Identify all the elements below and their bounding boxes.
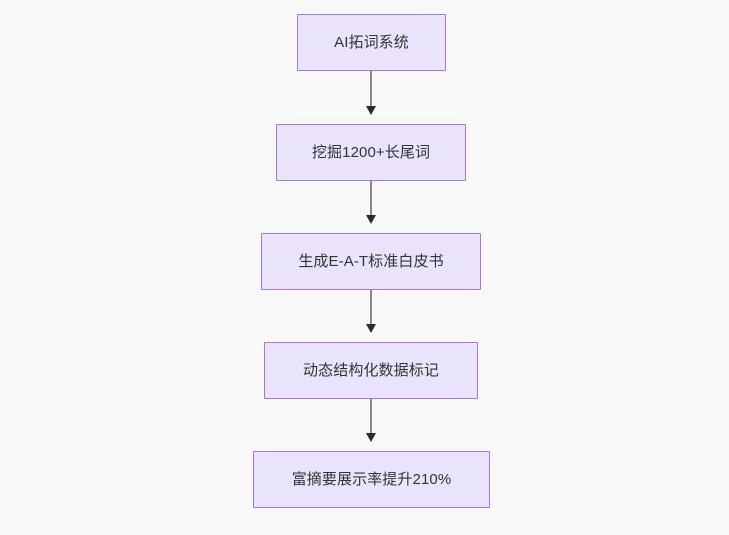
flowchart-node-2[interactable]: 挖掘1200+长尾词 [276, 124, 466, 181]
arrowhead-down-icon-1 [365, 106, 376, 115]
arrowhead-down-icon-2 [365, 215, 376, 224]
edge-connector-4 [370, 399, 372, 434]
flowchart-node-label: 富摘要展示率提升210% [291, 470, 452, 488]
flowchart-node-3[interactable]: 生成E-A-T标准白皮书 [261, 233, 481, 290]
flowchart-node-label: 挖掘1200+长尾词 [311, 143, 431, 161]
arrowhead-down-icon-4 [365, 433, 376, 442]
edge-connector-1 [370, 71, 372, 107]
flowchart-node-1[interactable]: AI拓词系统 [297, 14, 446, 71]
edge-connector-2 [370, 181, 372, 216]
flowchart-node-4[interactable]: 动态结构化数据标记 [264, 342, 478, 399]
edge-connector-3 [370, 290, 372, 325]
flowchart-node-5[interactable]: 富摘要展示率提升210% [253, 451, 490, 508]
flowchart-node-label: 生成E-A-T标准白皮书 [298, 252, 444, 270]
flowchart-node-label: 动态结构化数据标记 [303, 361, 439, 379]
flowchart-node-label: AI拓词系统 [334, 33, 409, 51]
arrowhead-down-icon-3 [365, 324, 376, 333]
